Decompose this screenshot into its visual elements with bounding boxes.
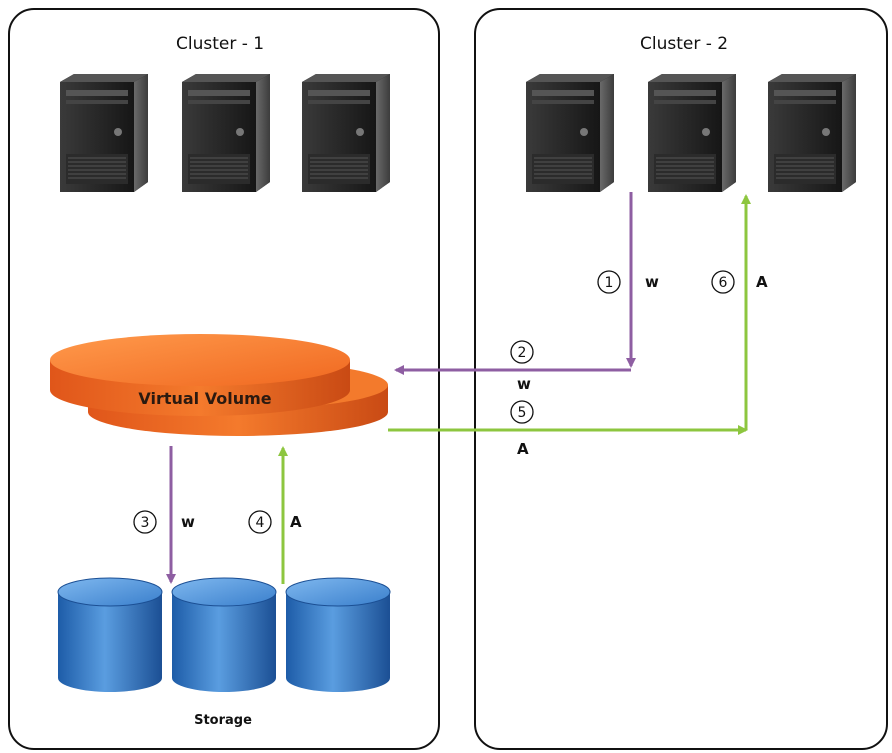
step-1-label: 1 w	[597, 270, 659, 294]
virtual-volume: Virtual Volume	[50, 334, 388, 436]
svg-text:1: 1	[605, 275, 614, 291]
step-3-label: 3 w	[133, 510, 195, 534]
cluster-2-server-3	[767, 74, 856, 192]
step-5-label: 5 A	[510, 400, 534, 458]
svg-text:4: 4	[256, 515, 265, 531]
storage-disk-3	[285, 577, 391, 693]
svg-text:A: A	[290, 513, 302, 531]
storage-disk-1	[57, 577, 163, 693]
storage-disk-2	[171, 577, 277, 693]
svg-text:w: w	[517, 375, 531, 393]
step-4-label: 4 A	[248, 510, 302, 534]
svg-text:2: 2	[518, 345, 527, 361]
cluster-1-server-2	[181, 74, 270, 192]
svg-text:3: 3	[141, 515, 150, 531]
svg-text:6: 6	[719, 275, 728, 291]
svg-text:w: w	[645, 273, 659, 291]
svg-text:5: 5	[518, 405, 527, 421]
step-6-label: 6 A	[711, 270, 768, 294]
cluster-1-title: Cluster - 1	[176, 34, 265, 54]
storage-label: Storage	[194, 713, 252, 728]
cluster-2-server-2	[647, 74, 736, 192]
cluster-1-server-1	[59, 74, 148, 192]
svg-text:A: A	[517, 440, 529, 458]
virtual-volume-label: Virtual Volume	[138, 389, 271, 408]
step-2-label: 2 w	[510, 340, 534, 393]
cluster-2-server-1	[525, 74, 614, 192]
svg-text:A: A	[756, 273, 768, 291]
cluster-1-server-3	[301, 74, 390, 192]
cluster-2-title: Cluster - 2	[640, 34, 729, 54]
svg-text:w: w	[181, 513, 195, 531]
